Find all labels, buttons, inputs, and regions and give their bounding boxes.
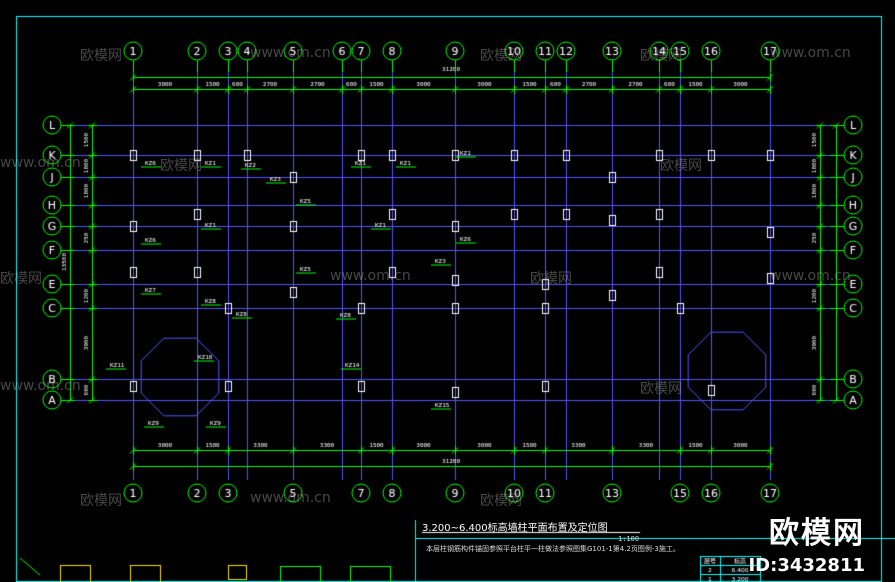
watermark-site: www.om.cn [0, 378, 81, 394]
watermark-brand: 欧模网 [160, 158, 202, 174]
brand-logo: 欧模网 [769, 516, 865, 551]
watermark-brand: 欧模网 [640, 381, 682, 397]
watermark-brand: 欧模网 [480, 493, 522, 509]
watermark-brand: 欧模网 [0, 271, 42, 287]
watermark-site: www.om.cn [0, 155, 81, 171]
watermark-brand: 欧模网 [80, 48, 122, 64]
watermark-site: www.om.cn [770, 45, 851, 61]
watermark-brand: 欧模网 [480, 48, 522, 64]
drawing-title: 3.200~6.400标高墙柱平面布置及定位图 [422, 523, 608, 534]
watermark-site: www.om.cn [250, 490, 331, 506]
watermark-site: www.om.cn [250, 45, 331, 61]
model-id: ID:3432811 [748, 555, 865, 576]
watermark-site: www.om.cn [770, 268, 851, 284]
watermark-brand: 欧模网 [80, 493, 122, 509]
watermark-brand: 欧模网 [640, 48, 682, 64]
watermark-brand: 欧模网 [530, 271, 572, 287]
drawing-note: 本层柱钢筋构件锚固参照平台柱平一柱做法参照图集G101-1第4.2页图例-3施工… [426, 545, 680, 553]
watermark-brand: 欧模网 [660, 158, 702, 174]
watermark-site: www.om.cn [330, 268, 411, 284]
drawing-scale: 1:100 [618, 535, 640, 543]
